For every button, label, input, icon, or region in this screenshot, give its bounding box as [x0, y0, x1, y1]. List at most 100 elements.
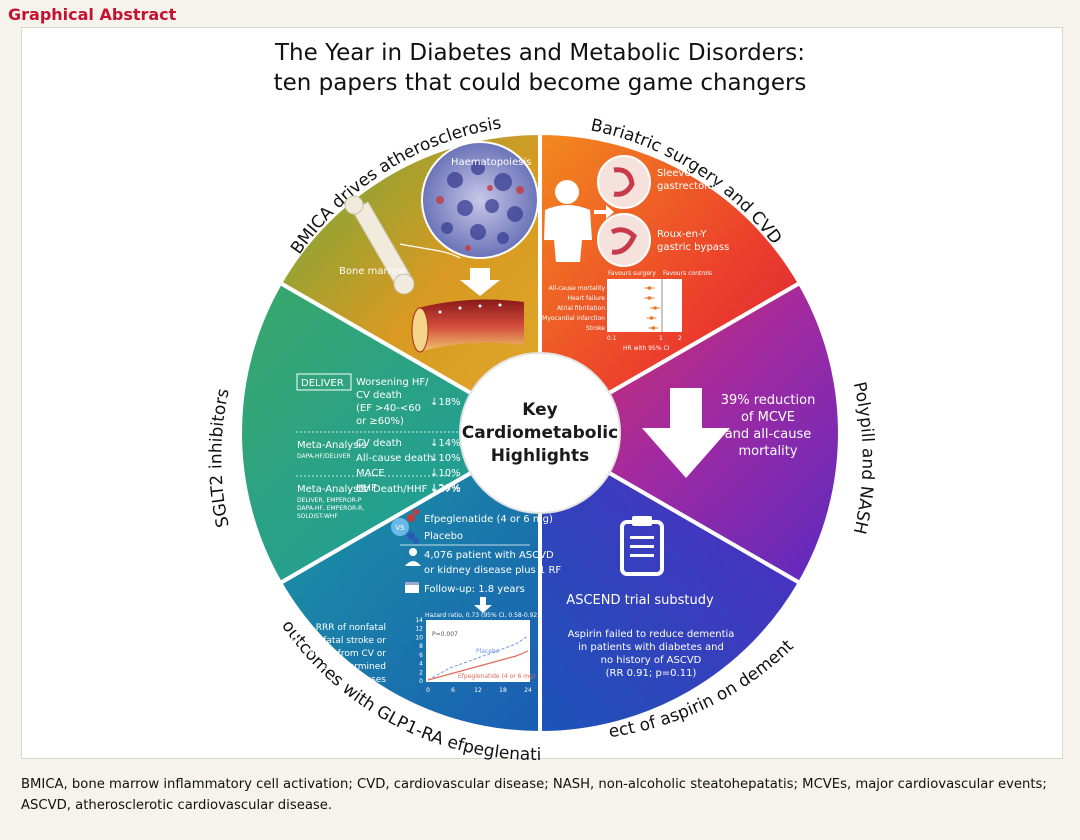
aspirin-line1: Aspirin failed to reduce dementia — [568, 629, 735, 640]
sleeve-line2: gastrectomy — [657, 181, 720, 192]
forest-point — [647, 286, 652, 290]
forest-point — [647, 296, 652, 300]
deliver-outcome-1: Worsening HF/ — [356, 377, 429, 388]
deliver-outcome-3: (EF >40-<60 — [356, 403, 421, 414]
aspirin-line3: no history of ASCVD — [601, 655, 702, 666]
blood-cells — [441, 161, 523, 244]
km-x-tick: 18 — [499, 687, 507, 694]
forest-outcome-label: All-cause mortality — [549, 285, 606, 292]
patient-icon — [405, 548, 421, 566]
km-x-tick: 24 — [524, 687, 532, 694]
meta1-row-label: HHF — [356, 483, 377, 494]
down-arrow-white — [460, 268, 500, 296]
calendar-icon — [405, 582, 419, 593]
segment-sglt2 — [238, 280, 544, 586]
forest-outcome-label: Myocardial infarction — [542, 315, 605, 322]
aspirin-line4: (RR 0.91; p=0.11) — [606, 668, 697, 679]
rrr-line1: 27% RRR of nonfatal — [293, 623, 386, 633]
meta1-row-value: ↓14% — [430, 438, 461, 449]
graphical-abstract-header: Graphical Abstract — [8, 5, 177, 24]
caption: BMICA, bone marrow inflammatory cell act… — [21, 777, 1047, 813]
meta1-label: Meta-Analysis — [297, 440, 366, 451]
followup-label: Follow-up: 1.8 years — [424, 584, 525, 595]
meta2-outcome: CV Death/HHF — [356, 484, 428, 495]
ascend-trial-label: ASCEND trial substudy — [566, 593, 714, 608]
forest-axis-label: HR with 95% CI — [623, 345, 670, 352]
vs-label: VS — [395, 524, 405, 532]
drug-molecule-icon — [407, 509, 419, 522]
roux-en-y-image — [597, 213, 651, 267]
meta2-sub-1: DELIVER, EMPEROR-P — [297, 497, 362, 504]
patients-line2: or kidney disease plus 1 RF — [424, 565, 561, 576]
forest-tick-2: 2 — [678, 335, 682, 342]
meta2-sub-2: DAPA-HF, EMPEROR-R, — [297, 505, 364, 512]
favours-controls-label: Favours controls — [663, 270, 712, 277]
big-down-arrow — [642, 388, 730, 478]
forest-point — [651, 326, 656, 330]
meta1-row-value: ↓10% — [430, 468, 461, 479]
km-placebo-label: Placebo — [476, 648, 500, 655]
red-cells — [436, 185, 524, 251]
km-chart: P=0.007 Placebo Efpeglenatide (4 or 6 mg… — [426, 620, 535, 682]
sleeve-gastrectomy-image — [597, 155, 651, 209]
center-line2: Cardiometabolic — [462, 423, 618, 443]
rrr-line2: MI, nonfatal stroke or — [290, 636, 386, 646]
polypill-line3: and all-cause — [725, 427, 812, 442]
km-x-tick: 0 — [426, 687, 430, 694]
center-line3: Highlights — [491, 446, 590, 466]
sleeve-line1: Sleeve — [657, 168, 691, 179]
small-down-arrow — [474, 597, 492, 613]
km-x-tick: 6 — [451, 687, 455, 694]
km-y-tick: 0 — [419, 678, 423, 685]
deliver-value: ↓18% — [430, 397, 461, 408]
drug-label: Efpeglenatide (4 or 6 mg) — [424, 514, 553, 525]
meta1-row-label: All-cause death — [356, 453, 433, 464]
deliver-outcome-4: or ≥60%) — [356, 416, 404, 427]
meta1-sub: DAPA-HF/DELIVER — [297, 453, 351, 460]
forest-outcome-label: Atrial fibrillation — [557, 305, 605, 312]
title-line-1: The Year in Diabetes and Metabolic Disor… — [274, 40, 806, 66]
km-drug-label: Efpeglenatide (4 or 6 mg) — [458, 673, 535, 680]
placebo-label: Placebo — [424, 531, 463, 542]
km-p-value: P=0.007 — [432, 631, 458, 638]
center-circle — [459, 352, 621, 514]
meta2-label: Meta-Analysis — [297, 484, 366, 495]
rrr-line5: causes — [355, 675, 386, 685]
deliver-label: DELIVER — [301, 378, 344, 389]
vessel-dots — [438, 303, 502, 314]
segment-aspirin — [538, 429, 803, 736]
km-y-tick: 2 — [419, 669, 423, 676]
polypill-line4: mortality — [738, 444, 797, 459]
branch-arrow — [594, 205, 614, 219]
artery-image — [418, 299, 524, 352]
bone-marrow-label: Bone marrow — [339, 266, 406, 277]
rrr-line3: death from CV or — [309, 649, 386, 659]
vs-badge — [391, 518, 409, 536]
clipboard-icon — [620, 516, 664, 576]
polypill-line2: of MCVE — [741, 410, 795, 425]
meta2-sub-3: SOLOIST-WHF — [297, 513, 338, 520]
forest-tick-1: 1 — [659, 335, 663, 342]
meta1-row-label: CV death — [356, 438, 402, 449]
forest-outcome-label: Heart failure — [567, 295, 605, 302]
deliver-outcome-2: CV death — [356, 390, 402, 401]
person-silhouette-icon — [544, 180, 592, 262]
meta2-value: ↓27% — [430, 484, 461, 495]
center-line1: Key — [522, 400, 558, 420]
haematopoiesis-label: Haematopoiesis — [451, 157, 531, 168]
forest-point — [653, 306, 657, 310]
aspirin-line2: in patients with diabetes and — [578, 642, 724, 653]
sglt2-title: SGLT2 inhibitors — [206, 387, 234, 530]
km-y-tick: 4 — [419, 661, 423, 668]
km-x-tick: 12 — [474, 687, 482, 694]
placebo-molecule-icon — [407, 532, 419, 544]
deliver-box — [296, 373, 352, 391]
km-y-tick: 10 — [415, 634, 423, 641]
rygb-line2: gastric bypass — [657, 242, 729, 253]
km-y-tick: 6 — [419, 652, 423, 659]
meta1-row-value: ↓29% — [430, 483, 461, 494]
title-line-2: ten papers that could become game change… — [273, 70, 807, 96]
km-y-tick: 14 — [415, 617, 423, 624]
forest-tick-0: 0.1 — [607, 335, 617, 342]
